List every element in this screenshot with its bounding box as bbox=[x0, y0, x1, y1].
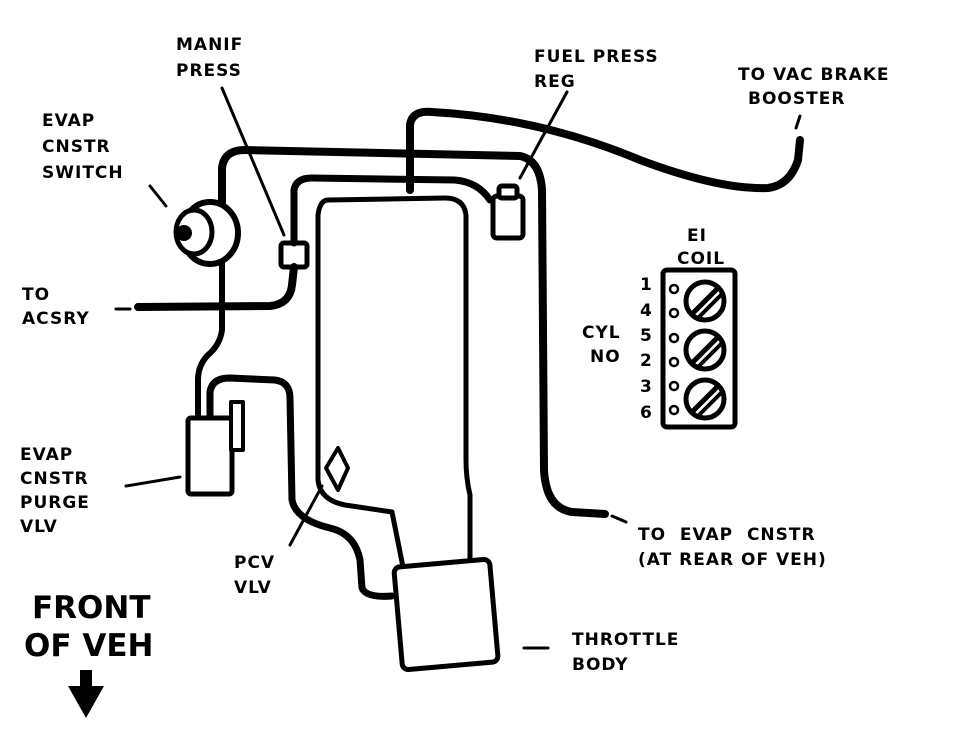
label-evap-cnstr-purge-vlv: EVAP CNSTR PURGE VLV bbox=[20, 445, 97, 537]
label-to-acsry: TO ACSRY bbox=[22, 285, 90, 329]
leader-manif-press bbox=[220, 86, 286, 237]
hose-top-loop bbox=[218, 146, 609, 518]
label-to-vac-brake-booster: TO VAC BRAKE BOOSTER bbox=[738, 65, 896, 109]
label-throttle-body: THROTTLE BODY bbox=[572, 630, 686, 675]
label-evap-cnstr-switch: EVAP CNSTR SWITCH bbox=[42, 111, 124, 183]
coil-terminal-1 bbox=[683, 279, 727, 323]
booster-hose-end bbox=[794, 114, 802, 130]
throttle-body bbox=[391, 557, 501, 672]
ei-coil-pack bbox=[660, 267, 738, 430]
pcv-valve bbox=[324, 446, 350, 492]
leader-evap-switch bbox=[148, 184, 168, 208]
intake-plenum bbox=[315, 195, 473, 575]
front-arrow-icon bbox=[68, 670, 104, 718]
evap-cnstr-switch bbox=[173, 199, 241, 267]
fuel-press-reg-cap bbox=[496, 183, 520, 201]
label-pcv-vlv: PCV VLV bbox=[234, 553, 282, 598]
hose-switch-purge bbox=[195, 252, 225, 423]
evap-cnstr-purge-valve bbox=[185, 415, 235, 497]
label-cyl-numbers: 1 4 5 2 3 6 bbox=[640, 275, 660, 423]
label-to-evap-cnstr: TO EVAP CNSTR (AT REAR OF VEH) bbox=[638, 525, 827, 570]
label-ei-coil: EI COIL bbox=[677, 226, 725, 269]
label-cyl-no: CYL NO bbox=[582, 323, 628, 367]
leader-evap-cnstr bbox=[610, 514, 628, 524]
hose-acsry bbox=[134, 263, 298, 311]
purge-valve-bracket bbox=[229, 400, 245, 452]
label-manif-press: MANIF PRESS bbox=[176, 35, 250, 81]
coil-terminal-2 bbox=[683, 328, 727, 372]
leader-purge-vlv bbox=[124, 475, 182, 488]
hose-purge-pcv bbox=[206, 374, 396, 600]
leader-pcv-vlv bbox=[288, 484, 324, 547]
leader-fuel-press-reg bbox=[518, 90, 569, 180]
label-front-of-veh: FRONT OF VEH bbox=[24, 590, 161, 664]
fuel-press-reg bbox=[490, 193, 526, 241]
label-fuel-press-reg: FUEL PRESS REG bbox=[534, 47, 666, 92]
hose-manif-press bbox=[290, 174, 494, 247]
hose-brake-booster bbox=[406, 107, 804, 194]
coil-terminal-3 bbox=[683, 377, 727, 421]
